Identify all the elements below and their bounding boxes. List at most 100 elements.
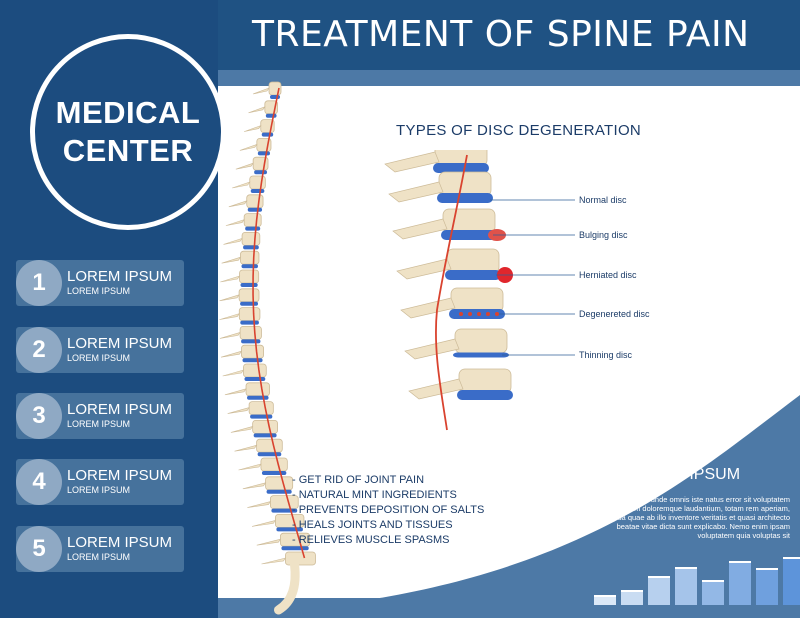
step-item-2[interactable]: 2 LOREM IPSUM LOREM IPSUM bbox=[16, 327, 184, 373]
spinal-disc bbox=[241, 339, 261, 344]
spinous-process bbox=[252, 87, 270, 95]
spinal-disc bbox=[265, 113, 277, 118]
vertebra bbox=[239, 269, 260, 284]
step-number: 1 bbox=[16, 260, 62, 306]
spinal-disc bbox=[240, 283, 258, 287]
step-subtitle: LOREM IPSUM bbox=[67, 419, 131, 429]
vertebra-body bbox=[458, 368, 512, 394]
disc-thinning bbox=[453, 352, 509, 358]
disc-diagram bbox=[384, 150, 575, 431]
spinous-process bbox=[400, 297, 456, 319]
spinous-process bbox=[220, 350, 243, 358]
step-item-1[interactable]: 1 LOREM IPSUM LOREM IPSUM bbox=[16, 260, 184, 306]
spinous-process bbox=[222, 369, 245, 377]
bar bbox=[621, 590, 643, 605]
spinous-process bbox=[238, 463, 262, 471]
step-item-5[interactable]: 5 LOREM IPSUM LOREM IPSUM bbox=[16, 526, 184, 572]
vertebra bbox=[265, 476, 294, 491]
spinal-disc bbox=[253, 433, 277, 438]
spinous-process bbox=[228, 200, 248, 208]
disc-herniated bbox=[445, 270, 501, 280]
benefit-item: - PREVENTS DEPOSITION OF SALTS bbox=[292, 504, 485, 516]
spinal-disc bbox=[245, 226, 261, 231]
spinous-process bbox=[408, 378, 464, 400]
spinous-process bbox=[234, 444, 258, 452]
degeneration-spot bbox=[486, 312, 490, 316]
spinal-disc bbox=[257, 151, 270, 156]
disc-normal bbox=[433, 163, 489, 173]
diagram-title: TYPES OF DISC DEGENERATION bbox=[396, 122, 642, 139]
spinal-disc bbox=[241, 264, 258, 269]
benefit-item: - RELIEVES MUSCLE SPASMS bbox=[292, 534, 450, 546]
vertebra-body bbox=[450, 287, 504, 313]
label-degenerated-disc: Degenereted disc bbox=[579, 309, 650, 319]
spinous-process bbox=[221, 256, 242, 264]
spinous-process bbox=[256, 538, 282, 546]
vertebra bbox=[245, 382, 270, 397]
vertebra bbox=[243, 363, 267, 378]
degeneration-spot bbox=[495, 312, 499, 316]
spinous-process bbox=[396, 258, 452, 280]
spinous-process bbox=[224, 388, 247, 396]
spinous-process bbox=[392, 218, 448, 240]
spinous-process bbox=[251, 519, 277, 527]
bar bbox=[783, 557, 800, 605]
spinous-process bbox=[219, 313, 240, 320]
step-title: LOREM IPSUM bbox=[67, 268, 173, 285]
spinous-process bbox=[239, 143, 258, 151]
spinous-process bbox=[223, 237, 243, 245]
step-subtitle: LOREM IPSUM bbox=[67, 286, 131, 296]
label-herniated-disc: Herniated disc bbox=[579, 270, 637, 280]
degeneration-spot bbox=[477, 312, 481, 316]
spinous-process bbox=[261, 557, 287, 565]
sacrum bbox=[273, 559, 300, 615]
step-number: 5 bbox=[16, 526, 62, 572]
spinous-process bbox=[244, 125, 262, 132]
vertebra bbox=[241, 344, 264, 359]
step-title: LOREM IPSUM bbox=[67, 534, 173, 551]
spinous-process bbox=[235, 162, 254, 170]
spinal-disc bbox=[247, 207, 263, 212]
spinal-disc bbox=[247, 395, 269, 400]
spinous-process bbox=[230, 425, 254, 433]
brand-badge: MEDICAL CENTER bbox=[30, 34, 226, 230]
spinous-process bbox=[242, 482, 267, 490]
vertebra bbox=[243, 213, 262, 228]
brand-line-2: CENTER bbox=[62, 133, 194, 168]
spinous-process bbox=[219, 331, 241, 339]
spinous-process bbox=[219, 294, 240, 302]
spinal-disc bbox=[266, 489, 292, 494]
spinal-disc bbox=[270, 95, 280, 99]
vertebra-body bbox=[438, 171, 492, 197]
bar bbox=[729, 561, 751, 605]
disc-normal bbox=[437, 193, 493, 203]
spinous-process bbox=[388, 181, 444, 203]
vertebra bbox=[238, 307, 261, 322]
label-normal-disc: Normal disc bbox=[579, 195, 627, 205]
disc-normal bbox=[457, 390, 513, 400]
vertebra bbox=[285, 551, 316, 566]
spinous-process bbox=[384, 151, 440, 173]
vertebra bbox=[260, 457, 288, 472]
vertebra bbox=[240, 250, 260, 265]
step-item-4[interactable]: 4 LOREM IPSUM LOREM IPSUM bbox=[16, 459, 184, 505]
spinal-disc bbox=[240, 320, 259, 325]
vertebra bbox=[239, 325, 262, 340]
step-subtitle: LOREM IPSUM bbox=[67, 485, 131, 495]
spinal-disc bbox=[244, 377, 266, 381]
step-title: LOREM IPSUM bbox=[67, 335, 173, 352]
step-number: 3 bbox=[16, 393, 62, 439]
bar bbox=[756, 568, 778, 605]
spinous-process bbox=[232, 181, 251, 189]
label-thinning-disc: Thinning disc bbox=[579, 350, 633, 360]
spinal-disc bbox=[254, 170, 268, 175]
spinous-process bbox=[404, 338, 460, 360]
spinal-disc bbox=[261, 132, 274, 137]
benefit-item: - GET RID OF JOINT PAIN bbox=[292, 474, 425, 486]
promo-body-text: Sed ut perspiciatis unde omnis iste natu… bbox=[587, 495, 790, 540]
benefit-item: - NATURAL MINT INGREDIENTS bbox=[292, 489, 457, 501]
step-subtitle: LOREM IPSUM bbox=[67, 353, 131, 363]
label-bulging-disc: Bulging disc bbox=[579, 230, 628, 240]
step-item-3[interactable]: 3 LOREM IPSUM LOREM IPSUM bbox=[16, 393, 184, 439]
bar bbox=[648, 576, 670, 605]
